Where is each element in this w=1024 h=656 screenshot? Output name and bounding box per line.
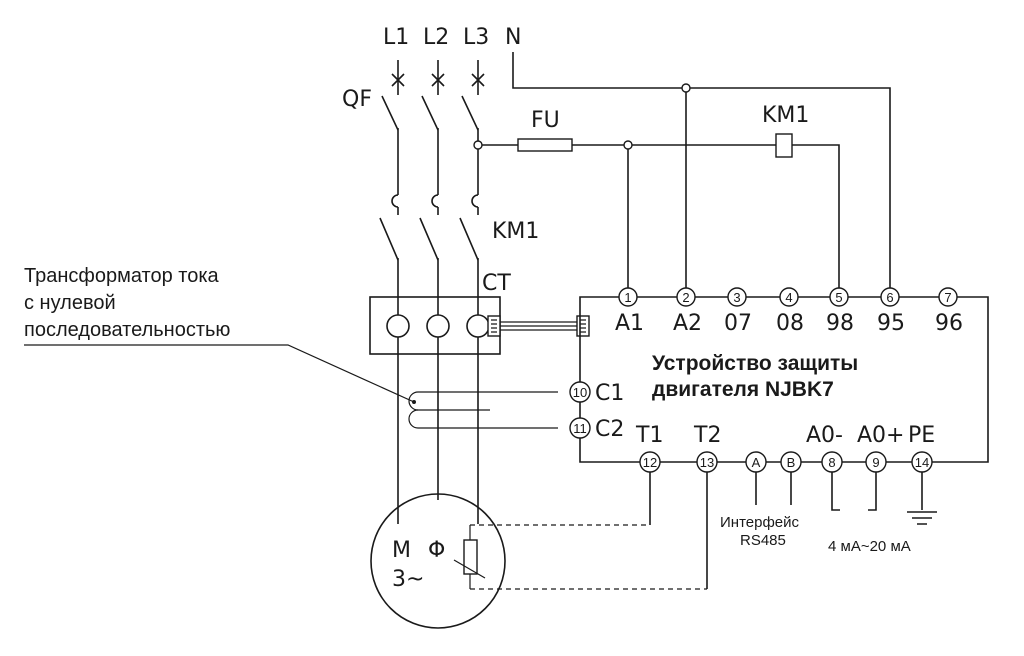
breaker-label: QF <box>342 87 372 112</box>
motor-phases: 3~ <box>392 567 424 592</box>
svg-text:9: 9 <box>872 455 879 470</box>
t1-t2-leads <box>649 472 708 589</box>
svg-text:8: 8 <box>828 455 835 470</box>
side-terminal-label-c2: C2 <box>595 417 624 442</box>
interface-label-1: Интерфейс <box>720 514 800 531</box>
top-terminal-1: 1 <box>618 287 638 307</box>
svg-text:A: A <box>752 455 761 470</box>
svg-text:13: 13 <box>700 455 714 470</box>
side-terminal-10: 10 <box>569 381 591 403</box>
bottom-terminal-label-t2: T2 <box>693 423 721 448</box>
transformer-label-1: Трансформатор тока <box>24 265 220 287</box>
thermistor-symbol: Φ <box>428 538 445 563</box>
supply-label-l3: L3 <box>463 25 489 50</box>
zero-sequence-transformer <box>408 391 558 429</box>
fuse-fu <box>517 138 573 152</box>
top-terminal-label-4: 08 <box>776 311 804 336</box>
top-terminal-5: 5 <box>829 287 849 307</box>
transformer-label-3: последовательностью <box>24 319 230 341</box>
supply-label-l2: L2 <box>423 25 449 50</box>
bottom-terminal-13: 13 <box>696 451 718 473</box>
svg-text:3: 3 <box>733 290 740 305</box>
thermistor-leads <box>470 524 707 590</box>
svg-text:12: 12 <box>643 455 657 470</box>
top-terminal-label-1: A1 <box>615 311 644 336</box>
svg-text:B: B <box>787 455 796 470</box>
svg-text:11: 11 <box>573 421 587 436</box>
transformer-label-2: с нулевой <box>24 292 116 314</box>
top-terminal-2: 2 <box>676 287 696 307</box>
device-box <box>579 296 989 463</box>
junction-a1 <box>623 140 633 150</box>
rs485-leads <box>755 472 792 505</box>
interface-label-2: RS485 <box>740 532 786 549</box>
side-terminal-11: 11 <box>569 417 591 439</box>
svg-text:7: 7 <box>944 290 951 305</box>
ground-symbol <box>907 472 937 525</box>
coil-km1 <box>775 133 793 158</box>
supply-label-n: N <box>505 25 521 50</box>
current-transformer-ct <box>369 296 501 355</box>
bottom-terminal-b: B <box>780 451 802 473</box>
svg-text:2: 2 <box>682 290 689 305</box>
fuse-label: FU <box>531 108 560 133</box>
top-terminal-label-6: 95 <box>877 311 905 336</box>
ct-connector <box>576 315 590 337</box>
device-name-line2: двигателя NJBK7 <box>652 378 834 401</box>
top-terminal-label-2: A2 <box>673 311 702 336</box>
junction-n <box>681 83 691 93</box>
contactor-label: KM1 <box>492 219 539 244</box>
bottom-terminal-label-pe: PE <box>908 423 935 448</box>
breaker-qf-symbol <box>381 60 485 195</box>
bottom-terminal-8: 8 <box>821 451 843 473</box>
motor-letter: M <box>392 538 411 563</box>
top-terminal-label-5: 98 <box>826 311 854 336</box>
ct-label: CT <box>482 271 511 296</box>
top-terminal-4: 4 <box>779 287 799 307</box>
svg-text:10: 10 <box>573 385 587 400</box>
svg-text:5: 5 <box>835 290 842 305</box>
top-terminal-3: 3 <box>727 287 747 307</box>
bottom-terminal-a: A <box>745 451 767 473</box>
top-terminal-label-3: 07 <box>724 311 752 336</box>
analog-output-leads <box>831 472 877 511</box>
neutral-wire <box>512 52 891 290</box>
svg-text:6: 6 <box>886 290 893 305</box>
top-terminal-label-7: 96 <box>935 311 963 336</box>
top-terminal-7: 7 <box>938 287 958 307</box>
contactor-km1-symbol <box>379 194 479 500</box>
bottom-terminal-label-t1: T1 <box>635 423 663 448</box>
analog-output-range: 4 мА~20 мА <box>828 538 911 555</box>
transformer-leader-line <box>24 344 415 403</box>
bottom-terminal-9: 9 <box>865 451 887 473</box>
ct-cable <box>500 321 577 331</box>
bottom-terminal-label-a0-minus: A0- <box>806 423 843 448</box>
thermistor <box>453 525 486 589</box>
bottom-terminal-label-a0-plus: A0+ <box>857 423 904 448</box>
supply-label-l1: L1 <box>383 25 409 50</box>
junction-l3 <box>473 140 483 150</box>
device-name-line1: Устройство защиты <box>652 352 858 375</box>
svg-text:4: 4 <box>785 290 792 305</box>
bottom-terminal-14: 14 <box>911 451 933 473</box>
coil-label: KM1 <box>762 103 809 128</box>
side-terminal-label-c1: C1 <box>595 381 624 406</box>
top-terminal-6: 6 <box>880 287 900 307</box>
control-wire <box>478 144 840 290</box>
svg-text:14: 14 <box>915 455 929 470</box>
svg-text:1: 1 <box>624 290 631 305</box>
bottom-terminal-12: 12 <box>639 451 661 473</box>
